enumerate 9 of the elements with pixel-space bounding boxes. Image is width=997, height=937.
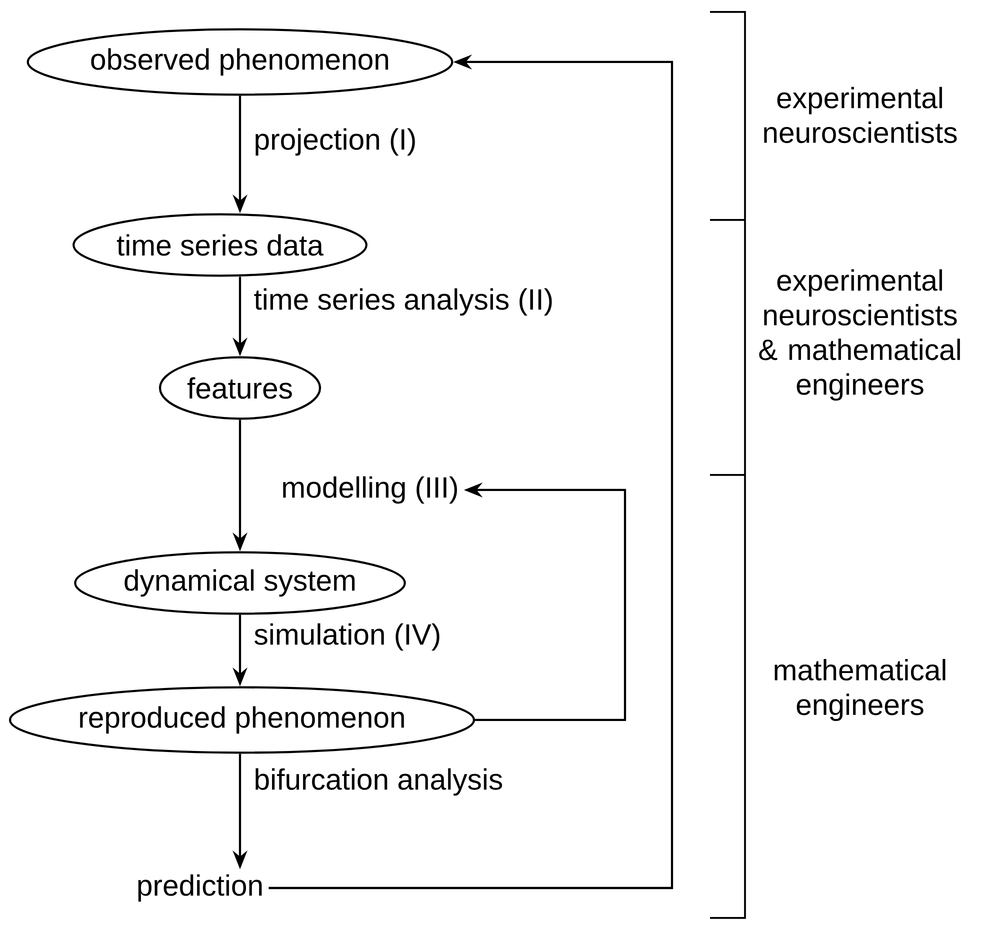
group-label: experimental neuroscientists (764, 86, 957, 144)
group-label: mathematical engineers (774, 658, 946, 721)
edge-label: bifurcation analysis (256, 768, 502, 796)
edge-label: projection (I) (256, 128, 415, 156)
edge-label: simulation (IV) (254, 623, 440, 651)
node-text: prediction (138, 874, 262, 902)
group-label: experimental neuroscientists & mathematical engineers (759, 269, 960, 401)
edge-label: time series analysis (II) (254, 288, 552, 316)
node-text: modelling (III) (283, 476, 457, 504)
